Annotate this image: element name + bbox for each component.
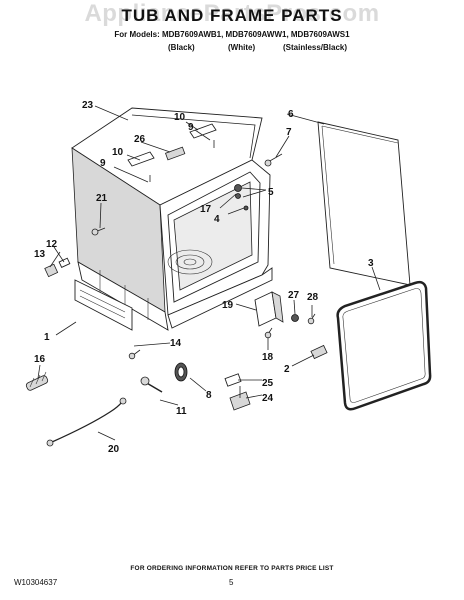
- callout-11: 11: [176, 406, 187, 417]
- leg-25: [224, 373, 242, 387]
- callout-6: 6: [288, 109, 294, 120]
- callout-26: 26: [134, 134, 146, 145]
- callout-21: 21: [96, 193, 108, 204]
- callout-1: 1: [44, 332, 50, 343]
- cable-20: [46, 397, 127, 447]
- bracket-19: [254, 291, 284, 327]
- callout-10-side: 10: [112, 147, 124, 158]
- bolt-11: [140, 376, 163, 393]
- models-line: For Models: MDB7609AWB1, MDB7609AWW1, MD…: [114, 30, 350, 39]
- callout-24: 24: [262, 393, 274, 404]
- callout-27: 27: [288, 290, 300, 301]
- clips-12-13: [44, 257, 71, 278]
- screw-14: [128, 349, 141, 360]
- screw-18: [264, 327, 273, 339]
- callout-25: 25: [262, 378, 274, 389]
- variant-white: (White): [228, 43, 256, 52]
- ordering-info-note: FOR ORDERING INFORMATION REFER TO PARTS …: [130, 565, 334, 572]
- page-title: TUB AND FRAME PARTS: [121, 6, 343, 25]
- callout-3: 3: [368, 258, 374, 269]
- fastener-28: [307, 313, 316, 325]
- callout-8: 8: [206, 390, 212, 401]
- callout-10-top: 10: [174, 112, 186, 123]
- nut-8: [174, 362, 188, 382]
- callout-9-side: 9: [100, 158, 106, 169]
- callout-23: 23: [82, 100, 94, 111]
- gasket-3: [336, 280, 432, 411]
- foot-2: [310, 344, 328, 360]
- callout-4: 4: [214, 214, 220, 225]
- callout-20: 20: [108, 444, 120, 455]
- callout-16: 16: [34, 354, 46, 365]
- page-number: 5: [229, 578, 234, 587]
- callout-9-top: 9: [188, 122, 194, 133]
- callout-14: 14: [170, 338, 182, 349]
- fastener-27: [291, 314, 299, 322]
- callout-5: 5: [268, 187, 274, 198]
- document-number: W10304637: [14, 578, 58, 587]
- callout-2: 2: [284, 364, 290, 375]
- callout-17: 17: [200, 204, 212, 215]
- tub-frame: [71, 107, 273, 331]
- screw-7: [264, 153, 283, 167]
- callout-7: 7: [286, 127, 292, 138]
- spring-16: [25, 371, 49, 391]
- callout-12: 12: [46, 239, 58, 250]
- callout-13: 13: [34, 249, 46, 260]
- panel-6: [317, 121, 411, 286]
- callout-18: 18: [262, 352, 274, 363]
- variant-black: (Black): [168, 43, 195, 52]
- callout-28: 28: [307, 292, 319, 303]
- callout-numbers: 23 10 9 26 10 9 21 6 7 5 17 4 12 13 1 3 …: [34, 100, 374, 455]
- leg-24: [229, 386, 251, 411]
- variant-stainless: (Stainless/Black): [283, 43, 348, 52]
- leader-lines: [37, 105, 381, 441]
- callout-19: 19: [222, 300, 234, 311]
